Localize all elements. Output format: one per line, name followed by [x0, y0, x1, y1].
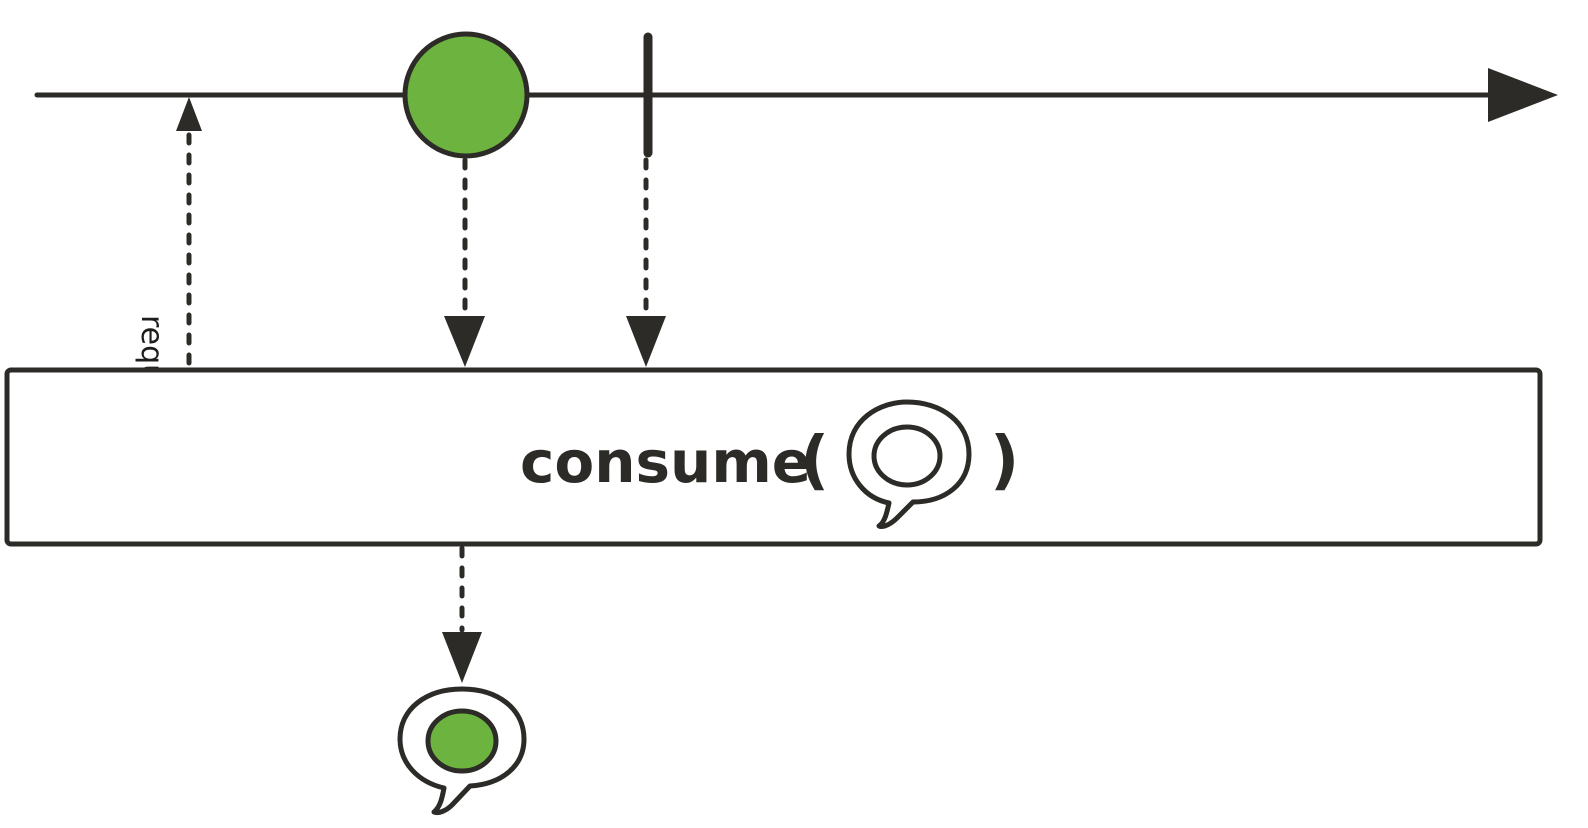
operator-output-arrow	[442, 545, 482, 683]
up-arrowhead-icon	[176, 97, 202, 131]
down-arrowhead-icon	[626, 316, 666, 367]
completion-to-operator-arrow	[626, 157, 666, 367]
speech-bubble-icon	[846, 399, 972, 529]
down-arrowhead-icon	[444, 316, 485, 367]
source-timeline	[34, 68, 1558, 122]
operator-open-paren: (	[800, 424, 829, 498]
marble-to-operator-arrow	[444, 157, 485, 367]
operator-box: consume ( )	[4, 367, 1543, 547]
timeline-arrow-icon	[1488, 68, 1558, 122]
output-speech-bubble-with-marble	[397, 686, 527, 816]
operator-name: consume	[520, 428, 811, 496]
green-marble	[402, 31, 530, 159]
operator-close-paren: )	[990, 424, 1019, 498]
down-arrowhead-icon	[442, 632, 482, 683]
